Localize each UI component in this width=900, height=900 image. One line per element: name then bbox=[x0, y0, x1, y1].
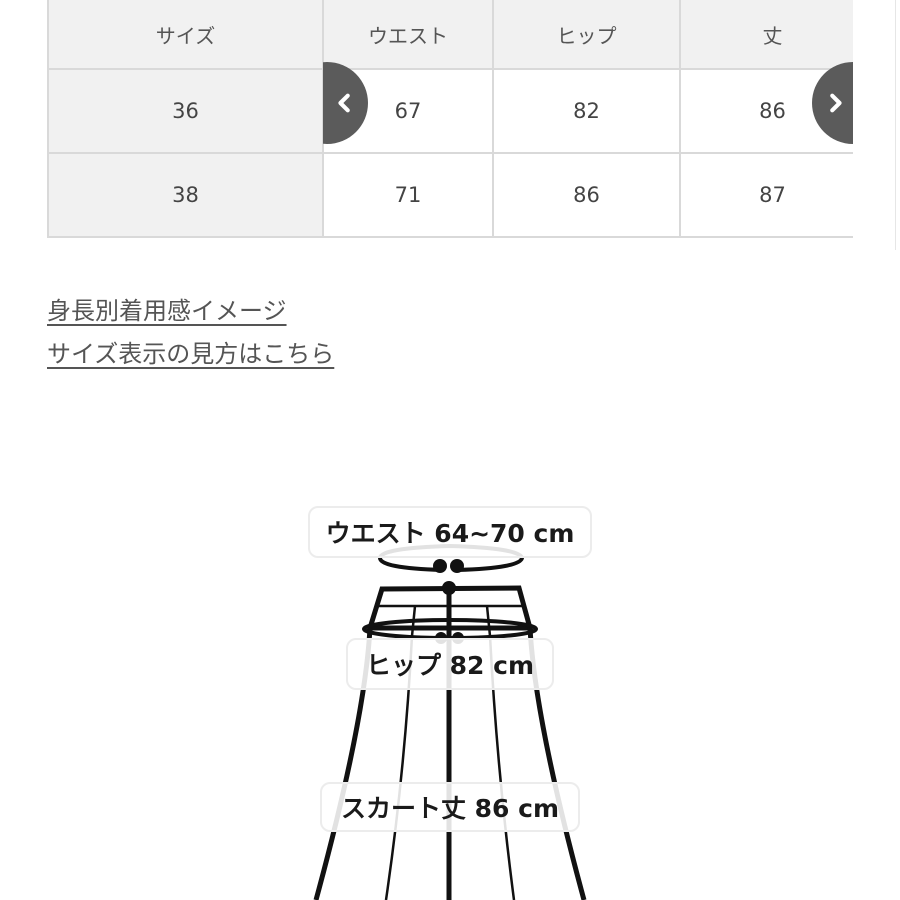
header-length: 丈 bbox=[679, 0, 853, 70]
hip-measurement-text: ヒップ 82 cm bbox=[365, 651, 535, 680]
cell-hip: 82 bbox=[492, 68, 681, 154]
scroll-next-button[interactable] bbox=[812, 62, 853, 144]
cell-hip: 86 bbox=[492, 152, 681, 238]
size-guide-link[interactable]: サイズ表示の見方はこちら bbox=[47, 340, 335, 368]
waist-measurement-label: ウエスト 64~70 cm bbox=[308, 506, 592, 558]
skirt-illustration bbox=[313, 543, 587, 900]
header-waist: ウエスト bbox=[322, 0, 494, 70]
scroll-prev-button[interactable] bbox=[323, 62, 368, 144]
size-table: サイズ ウエスト ヒップ 丈 36 67 82 86 38 71 86 87 bbox=[47, 0, 853, 238]
height-fit-link[interactable]: 身長別着用感イメージ bbox=[47, 297, 287, 325]
skirt-measurement-diagram: ウエスト 64~70 cm ヒップ 82 cm スカート丈 86 cm bbox=[0, 490, 900, 900]
chevron-left-icon bbox=[338, 93, 350, 113]
table-row: 38 71 86 87 bbox=[47, 152, 853, 238]
header-size: サイズ bbox=[47, 0, 324, 70]
table-row: 36 67 82 86 bbox=[47, 68, 853, 154]
size-table-scroll-area[interactable]: サイズ ウエスト ヒップ 丈 36 67 82 86 38 71 86 87 bbox=[47, 0, 853, 241]
size-links: 身長別着用感イメージ サイズ表示の見方はこちら bbox=[47, 290, 334, 376]
cell-length: 87 bbox=[679, 152, 853, 238]
skirt-length-measurement-label: スカート丈 86 cm bbox=[320, 782, 580, 832]
table-header-row: サイズ ウエスト ヒップ 丈 bbox=[47, 0, 853, 70]
chevron-right-icon bbox=[830, 93, 842, 113]
cell-size: 36 bbox=[47, 68, 324, 154]
page-edge-divider bbox=[895, 0, 896, 250]
cell-waist: 71 bbox=[322, 152, 494, 238]
scroll-next-button-area bbox=[812, 61, 853, 145]
scroll-prev-button-area bbox=[323, 61, 369, 145]
header-hip: ヒップ bbox=[492, 0, 681, 70]
skirt-length-measurement-text: スカート丈 86 cm bbox=[340, 794, 560, 823]
hip-measurement-label: ヒップ 82 cm bbox=[346, 638, 554, 690]
waist-measurement-text: ウエスト 64~70 cm bbox=[325, 519, 575, 548]
cell-size: 38 bbox=[47, 152, 324, 238]
